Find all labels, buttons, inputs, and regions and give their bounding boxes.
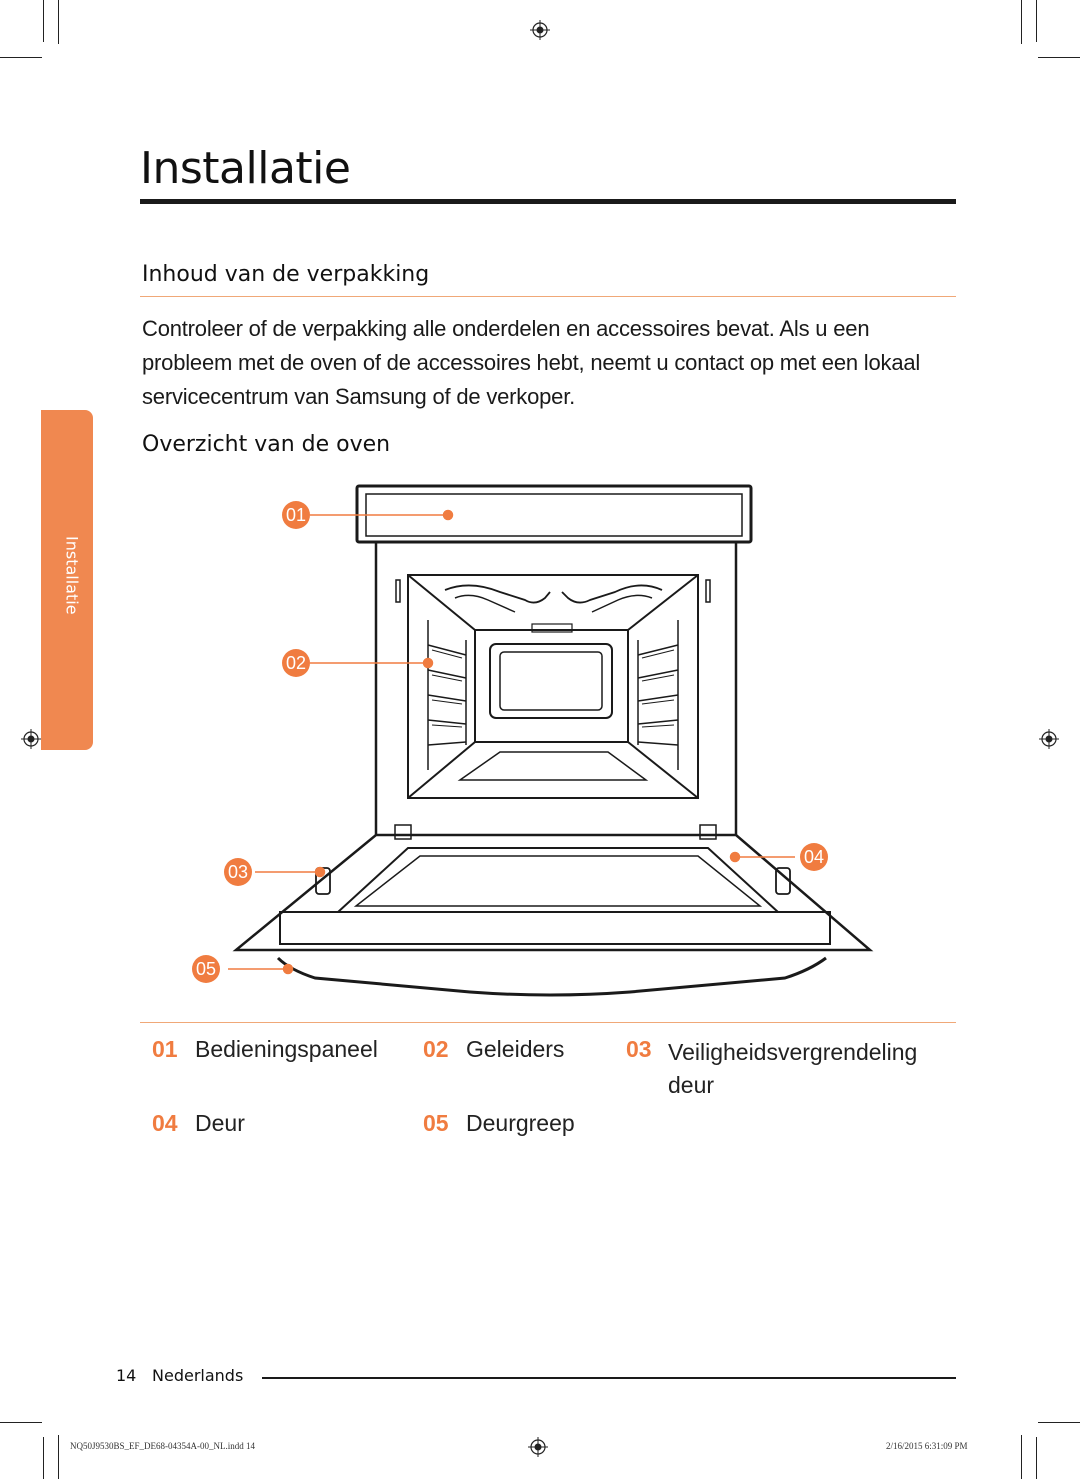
legend-item: 01	[152, 1036, 178, 1063]
registration-mark-icon	[1039, 729, 1059, 749]
crop-mark	[0, 1422, 42, 1423]
legend-rule	[140, 1022, 956, 1023]
crop-mark	[58, 0, 59, 44]
callout-01: 01	[286, 505, 306, 525]
legend-label: Geleiders	[466, 1036, 565, 1062]
crop-mark	[58, 1435, 59, 1479]
section-rule	[140, 296, 956, 297]
legend-item: 05	[423, 1110, 449, 1137]
legend-label: Deurgreep	[466, 1110, 575, 1136]
legend-item: 04	[152, 1110, 178, 1137]
callout-03: 03	[228, 862, 248, 882]
legend-number: 03	[626, 1036, 652, 1062]
legend-label: Deur	[195, 1110, 245, 1136]
crop-mark	[1021, 0, 1022, 44]
legend-item: 03	[626, 1036, 652, 1063]
section-body: Controleer of de verpakking alle onderde…	[142, 316, 921, 409]
print-slug-date: 2/16/2015 6:31:09 PM	[886, 1441, 968, 1451]
legend-label: Bedieningspaneel	[195, 1036, 378, 1062]
print-slug-file: NQ50J9530BS_EF_DE68-04354A-00_NL.indd 14	[70, 1441, 256, 1451]
footer-rule	[262, 1377, 956, 1379]
crop-mark	[0, 57, 42, 58]
registration-mark-icon	[530, 20, 550, 40]
callout-05: 05	[196, 959, 216, 979]
crop-mark	[43, 0, 44, 42]
crop-mark	[1038, 1422, 1080, 1423]
legend-number: 04	[152, 1110, 178, 1136]
footer-language: Nederlands	[152, 1366, 244, 1385]
page-title: Installatie	[140, 143, 351, 194]
oven-illustration: 01 02 03 04 05	[192, 484, 874, 997]
subheading: Overzicht van de oven	[142, 432, 391, 457]
callout-02: 02	[286, 653, 306, 673]
title-rule	[140, 199, 956, 204]
legend-number: 02	[423, 1036, 449, 1062]
callout-04: 04	[804, 847, 824, 867]
crop-mark	[1021, 1435, 1022, 1479]
crop-mark	[1036, 1437, 1037, 1479]
registration-mark-icon	[528, 1437, 548, 1457]
registration-mark-icon	[21, 729, 41, 749]
legend-number: 05	[423, 1110, 449, 1136]
legend-number: 01	[152, 1036, 178, 1062]
side-tab-label: Installatie	[62, 536, 82, 615]
legend-label: Veiligheidsvergrendeling deur	[668, 1039, 918, 1098]
legend-item: 02	[423, 1036, 449, 1063]
crop-mark	[1038, 57, 1080, 58]
section-heading: Inhoud van de verpakking	[142, 262, 430, 287]
crop-mark	[43, 1437, 44, 1479]
crop-mark	[1036, 0, 1037, 42]
section-side-tab	[41, 410, 93, 750]
page-number: 14	[116, 1366, 137, 1385]
